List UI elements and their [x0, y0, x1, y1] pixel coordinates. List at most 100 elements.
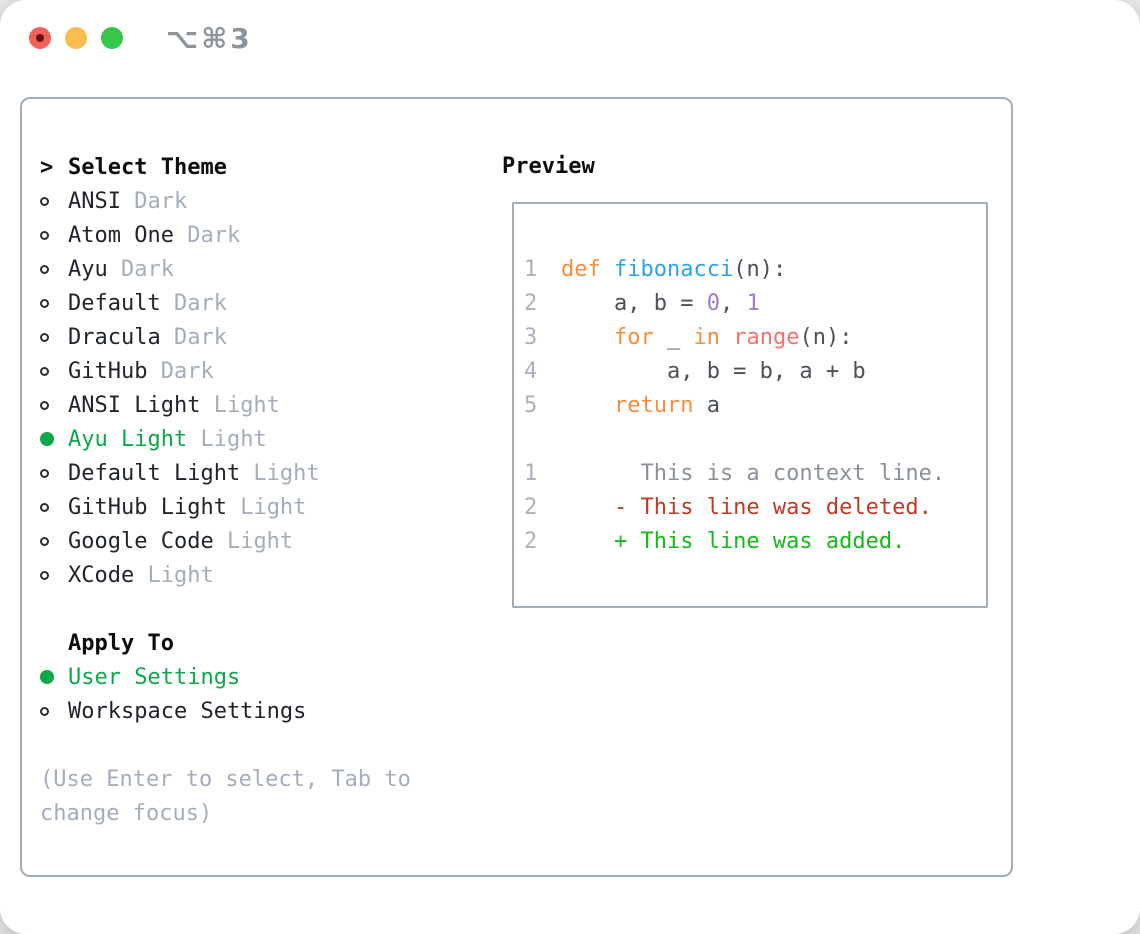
- zoom-button[interactable]: [101, 27, 123, 49]
- theme-item-variant: Light: [240, 460, 320, 486]
- theme-item-variant: Light: [213, 528, 294, 554]
- theme-item[interactable]: ANSI Light Light: [40, 388, 480, 422]
- line-number: 4: [524, 358, 538, 384]
- theme-item[interactable]: Ayu Dark: [40, 252, 480, 286]
- radio-icon: [40, 706, 68, 716]
- theme-item[interactable]: Atom One Dark: [40, 218, 480, 252]
- diff-line-deleted: 2 - This line was deleted.: [524, 490, 986, 524]
- radio-icon: [40, 468, 68, 478]
- code-token: return: [613, 392, 694, 418]
- code-line: 5 return a: [524, 388, 986, 422]
- apply-option-label: User Settings: [68, 664, 241, 690]
- radio-icon: [40, 536, 68, 546]
- diff-line-added: 2 + This line was added.: [524, 524, 986, 558]
- theme-item[interactable]: GitHub Light Light: [40, 490, 480, 524]
- line-number: 3: [524, 324, 538, 350]
- code-token: a, b = b, a + b: [561, 358, 866, 384]
- radio-icon: [40, 298, 68, 308]
- close-button[interactable]: [29, 27, 51, 49]
- diff-line-context: 1 This is a context line.: [524, 456, 986, 490]
- line-number: 1: [524, 256, 538, 282]
- theme-item[interactable]: Default Dark: [40, 286, 480, 320]
- theme-item-variant: Light: [200, 392, 280, 418]
- preview-title: Preview: [502, 154, 595, 179]
- theme-item-variant: Dark: [107, 256, 174, 282]
- theme-item-name: Default Light: [68, 460, 241, 486]
- selected-radio-icon: [40, 432, 68, 446]
- theme-item-variant: Dark: [147, 358, 214, 384]
- theme-item-variant: Dark: [160, 324, 227, 350]
- radio-icon: [40, 366, 68, 376]
- diff-text: - This line was deleted.: [561, 494, 932, 520]
- code-token: [720, 325, 733, 350]
- title-bar: ⌥⌘3: [0, 0, 1140, 76]
- selected-radio-icon: [40, 670, 68, 684]
- select-theme-title: Select Theme: [68, 154, 227, 180]
- code-token: [561, 325, 614, 350]
- code-line: 1 def fibonacci(n):: [524, 252, 986, 286]
- theme-item[interactable]: ANSI Dark: [40, 184, 480, 218]
- apply-to-header-row: Apply To: [40, 626, 480, 660]
- line-number: 5: [524, 392, 538, 418]
- code-token: for: [613, 324, 654, 350]
- theme-item[interactable]: Default Light Light: [40, 456, 480, 490]
- theme-item-name: Ayu Light: [68, 426, 188, 452]
- diff-text: This is a context line.: [561, 460, 946, 486]
- code-line: 4 a, b = b, a + b: [524, 354, 986, 388]
- diff-sample: 1 This is a context line.2 - This line w…: [524, 456, 986, 558]
- code-token: fibonacci: [613, 256, 734, 282]
- code-token: (n):: [733, 256, 787, 282]
- theme-item-name: Atom One: [68, 222, 174, 248]
- theme-item[interactable]: Dracula Dark: [40, 320, 480, 354]
- line-number: 2: [524, 528, 538, 554]
- radio-icon: [40, 400, 68, 410]
- theme-item-variant: Dark: [173, 222, 241, 248]
- theme-item-name: GitHub Light: [68, 494, 227, 520]
- theme-item-name: ANSI: [68, 188, 121, 214]
- theme-item[interactable]: Ayu Light Light: [40, 422, 480, 456]
- code-line: 3 for _ in range(n):: [524, 320, 986, 354]
- code-token: 1: [746, 290, 760, 316]
- theme-item-name: Dracula: [68, 324, 161, 350]
- code-token: ,: [719, 290, 747, 316]
- theme-item-variant: Dark: [120, 188, 188, 214]
- help-text-line: (Use Enter to select, Tab to: [40, 766, 411, 792]
- help-text-line: change focus): [40, 800, 213, 826]
- select-theme-header-row: > Select Theme: [40, 150, 480, 184]
- line-number: 2: [524, 494, 538, 520]
- spacer: [40, 728, 480, 762]
- theme-item-variant: Light: [226, 494, 307, 520]
- radio-icon: [40, 230, 68, 240]
- spacer: [40, 592, 480, 626]
- cursor-icon: >: [40, 154, 54, 180]
- line-number: 2: [524, 290, 538, 316]
- line-number: 1: [524, 460, 538, 486]
- code-token: a: [693, 392, 720, 418]
- theme-item-name: Default: [68, 290, 161, 316]
- radio-icon: [40, 332, 68, 342]
- code-token: def: [561, 256, 614, 282]
- theme-item-variant: Light: [187, 426, 267, 452]
- diff-text: + This line was added.: [561, 528, 906, 554]
- minimize-button[interactable]: [65, 27, 87, 49]
- theme-item[interactable]: Google Code Light: [40, 524, 480, 558]
- apply-option[interactable]: Workspace Settings: [40, 694, 480, 728]
- code-token: in: [693, 324, 720, 350]
- code-token: 0: [706, 290, 720, 316]
- spacer: [524, 422, 986, 456]
- theme-item-name: GitHub: [68, 358, 148, 384]
- radio-icon: [40, 196, 68, 206]
- apply-option[interactable]: User Settings: [40, 660, 480, 694]
- code-line: 2 a, b = 0, 1: [524, 286, 986, 320]
- theme-item-name: XCode: [68, 562, 135, 588]
- code-token: _: [653, 324, 694, 350]
- theme-item-variant: Dark: [160, 290, 227, 316]
- theme-item[interactable]: GitHub Dark: [40, 354, 480, 388]
- theme-item[interactable]: XCode Light: [40, 558, 480, 592]
- help-text: (Use Enter to select, Tab to change focus…: [40, 762, 480, 830]
